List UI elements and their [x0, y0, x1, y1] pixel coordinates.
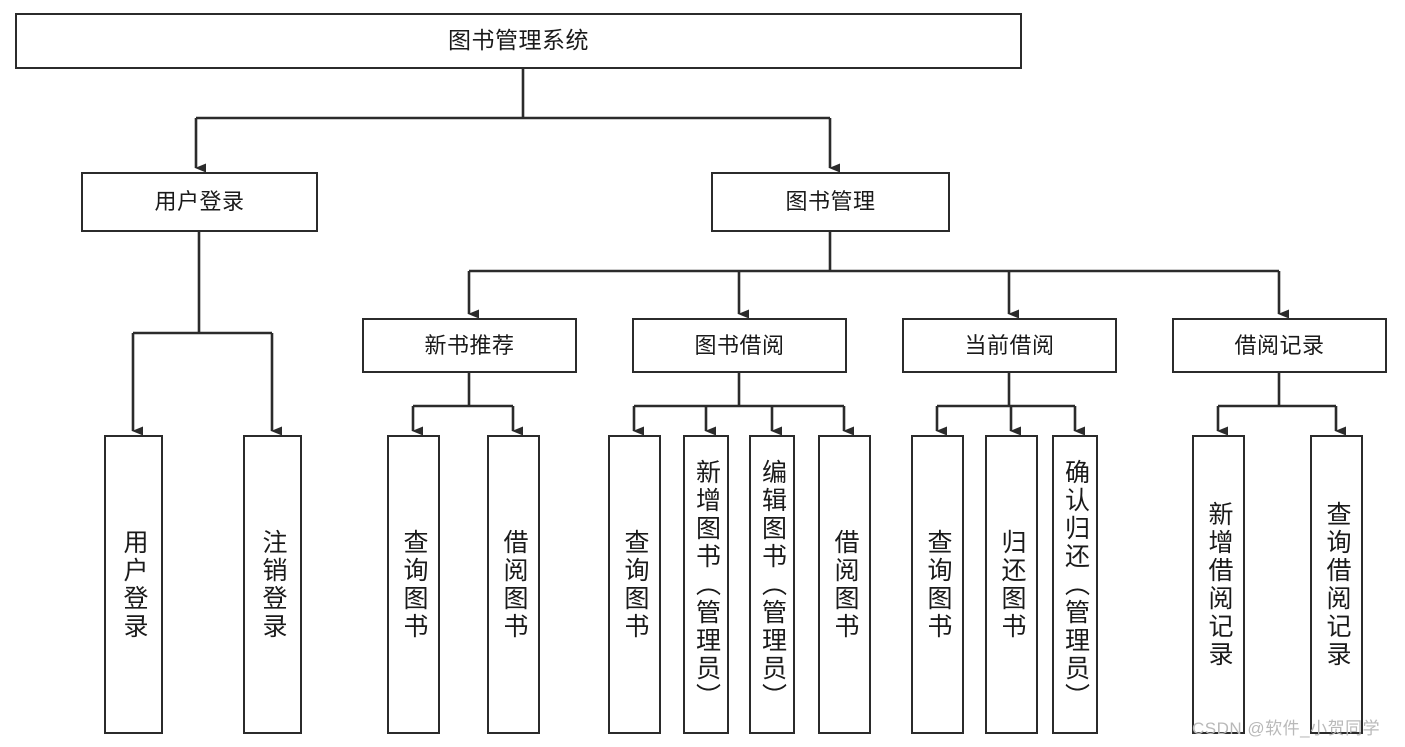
- node-leaf-edit-book-label: 编辑图书（管理员）: [758, 458, 787, 711]
- node-leaf-add-book-label: 新增图书（管理员）: [692, 458, 721, 711]
- node-user-login-label: 用户登录: [154, 189, 245, 215]
- node-new-book-rec-label: 新书推荐: [424, 332, 515, 358]
- node-book-manage[interactable]: 图书管理: [711, 172, 950, 232]
- node-leaf-confirm-return-label: 确认归还（管理员）: [1061, 458, 1090, 711]
- node-current-borrow[interactable]: 当前借阅: [902, 318, 1117, 373]
- node-user-login[interactable]: 用户登录: [81, 172, 318, 232]
- node-new-book-rec[interactable]: 新书推荐: [362, 318, 577, 373]
- node-leaf-user-logout[interactable]: 注销登录: [243, 435, 302, 734]
- node-leaf-query-book-3[interactable]: 查询图书: [911, 435, 964, 734]
- node-book-manage-label: 图书管理: [785, 189, 876, 215]
- node-borrow-record[interactable]: 借阅记录: [1172, 318, 1387, 373]
- node-leaf-edit-book[interactable]: 编辑图书（管理员）: [749, 435, 795, 734]
- node-current-borrow-label: 当前借阅: [964, 332, 1055, 358]
- node-leaf-query-book-3-label: 查询图书: [924, 528, 952, 641]
- node-leaf-borrow-book-2[interactable]: 借阅图书: [818, 435, 871, 734]
- csdn-watermark: CSDN @软件_小贺同学: [1192, 719, 1381, 738]
- node-leaf-user-logout-label: 注销登录: [259, 528, 287, 641]
- node-root[interactable]: 图书管理系统: [15, 13, 1022, 69]
- node-book-borrow[interactable]: 图书借阅: [632, 318, 847, 373]
- node-leaf-add-book[interactable]: 新增图书（管理员）: [683, 435, 729, 734]
- node-leaf-borrow-book-1[interactable]: 借阅图书: [487, 435, 540, 734]
- node-book-borrow-label: 图书借阅: [694, 332, 785, 358]
- node-leaf-query-record[interactable]: 查询借阅记录: [1310, 435, 1363, 734]
- node-leaf-add-record[interactable]: 新增借阅记录: [1192, 435, 1245, 734]
- node-leaf-query-book-1-label: 查询图书: [400, 528, 428, 641]
- node-leaf-confirm-return[interactable]: 确认归还（管理员）: [1052, 435, 1098, 734]
- node-leaf-query-book-1[interactable]: 查询图书: [387, 435, 440, 734]
- node-leaf-user-login-label: 用户登录: [120, 528, 148, 641]
- node-leaf-user-login[interactable]: 用户登录: [104, 435, 163, 734]
- node-leaf-query-book-2[interactable]: 查询图书: [608, 435, 661, 734]
- node-leaf-borrow-book-1-label: 借阅图书: [500, 528, 528, 641]
- node-leaf-borrow-book-2-label: 借阅图书: [831, 528, 859, 641]
- node-leaf-add-record-label: 新增借阅记录: [1205, 500, 1233, 669]
- node-leaf-query-book-2-label: 查询图书: [621, 528, 649, 641]
- node-root-label: 图书管理系统: [448, 27, 589, 54]
- node-leaf-return-book[interactable]: 归还图书: [985, 435, 1038, 734]
- node-borrow-record-label: 借阅记录: [1234, 332, 1325, 358]
- node-leaf-return-book-label: 归还图书: [998, 528, 1026, 641]
- node-leaf-query-record-label: 查询借阅记录: [1323, 500, 1351, 669]
